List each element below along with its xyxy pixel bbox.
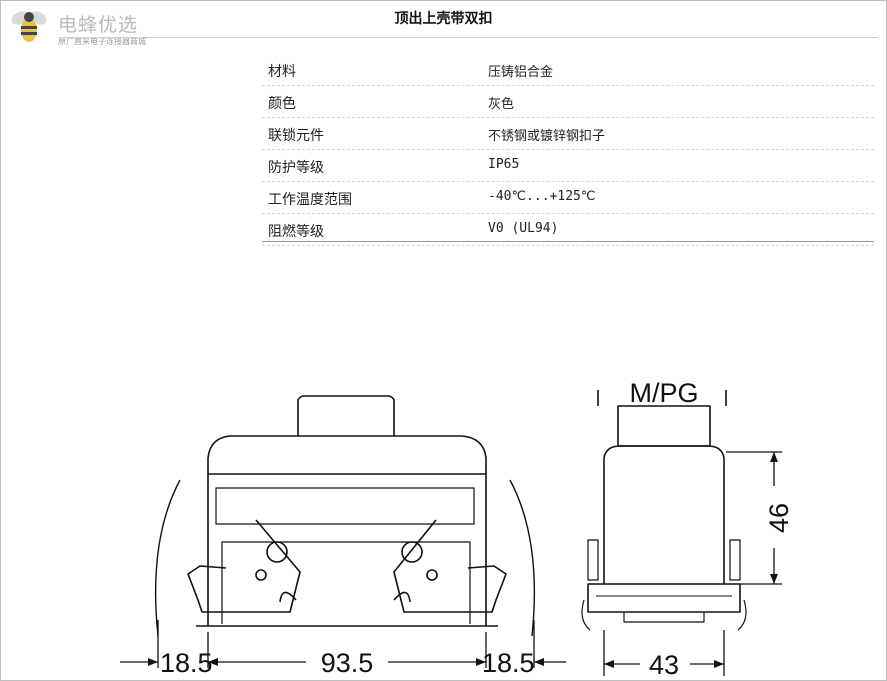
spec-row: 防护等级 IP65 [262,150,874,182]
spec-table-bottom-rule [262,241,874,242]
dim-left-latch: 18.5 [160,648,213,678]
spec-row: 联锁元件 不锈钢或镀锌钢扣子 [262,118,874,150]
brand-tagline: 原厂直采电子连接器商城 [58,37,146,46]
title-divider [60,37,878,38]
spec-row: 颜色 灰色 [262,86,874,118]
spec-value: IP65 [488,157,520,172]
dim-side-width: 43 [649,650,679,680]
spec-table: 材料 压铸铝合金 颜色 灰色 联锁元件 不锈钢或镀锌钢扣子 防护等级 IP65 … [262,54,874,246]
spec-key: 阻燃等级 [268,224,324,240]
spec-value: 不锈钢或镀锌钢扣子 [488,129,606,144]
page-title: 顶出上壳带双扣 [394,11,493,27]
spec-row: 材料 压铸铝合金 [262,54,874,86]
spec-row: 工作温度范围 -40℃...+125℃ [262,182,874,214]
dim-center-width: 93.5 [321,648,374,678]
brand-logo[interactable]: 电蜂优选 原厂直采电子连接器商城 [6,4,166,48]
spec-value: V0 (UL94) [488,221,559,236]
spec-key: 颜色 [268,96,296,112]
spec-row: 阻燃等级 V0 (UL94) [262,214,874,246]
brand-name: 电蜂优选 [58,14,139,36]
spec-value: 压铸铝合金 [488,65,554,80]
spec-key: 联锁元件 [268,128,324,144]
spec-key: 防护等级 [268,160,324,176]
side-view [581,390,747,631]
spec-key: 材料 [268,64,296,80]
bee-icon [11,11,47,42]
dim-thread: M/PG [629,378,698,408]
spec-key: 工作温度范围 [268,192,352,208]
spec-value: -40℃...+125℃ [488,189,596,204]
front-view [154,395,536,637]
dim-right-latch: 18.5 [482,648,535,678]
dim-side-height: 46 [764,503,794,533]
side-dimension-lines [603,451,782,676]
spec-value: 灰色 [488,97,515,112]
